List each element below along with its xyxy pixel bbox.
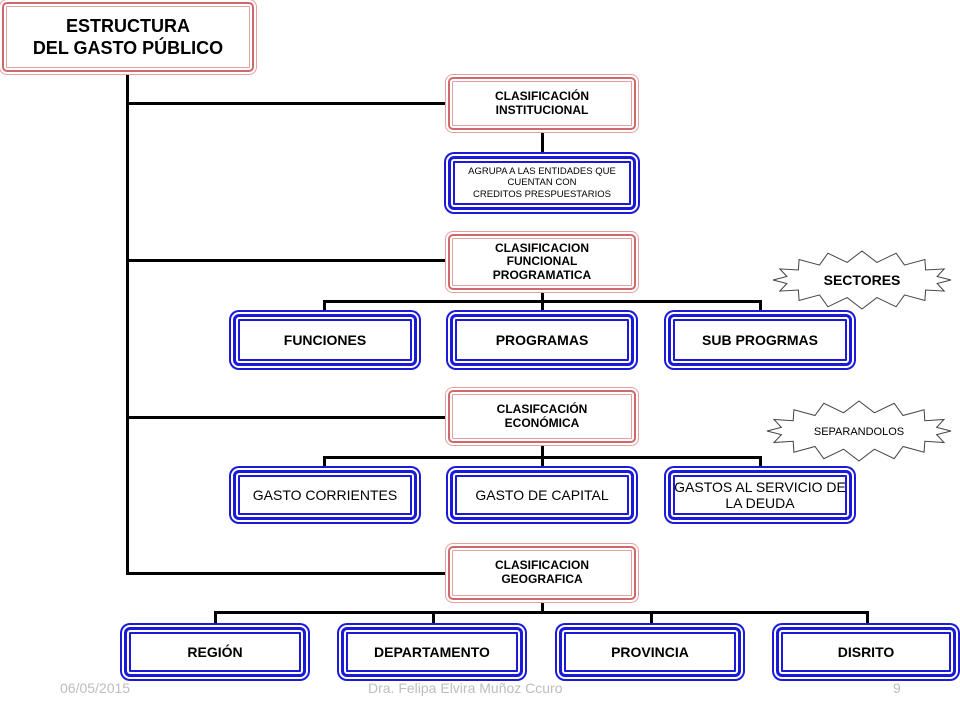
funcional-leg-3	[759, 300, 762, 314]
clasificacion-geografica-box: CLASIFICACION GEOGRAFICA	[448, 546, 636, 600]
footer-date: 06/05/2015	[60, 680, 131, 696]
clasificacion-economica-box: CLASIFCACIÓN ECONÓMICA	[448, 390, 636, 443]
funcional-drop-line	[541, 290, 544, 302]
separandolos-starburst: SEPARANDOLOS	[766, 400, 952, 462]
distrito-box: DISRITO	[776, 627, 956, 677]
geografica-drop-line	[541, 600, 544, 614]
institucional-note-box: AGRUPA A LAS ENTIDADES QUE CUENTAN CON C…	[448, 156, 636, 210]
geografica-leg-3	[650, 611, 653, 627]
title-line-1: ESTRUCTURA	[66, 15, 190, 36]
economica-drop-line	[541, 443, 544, 459]
sectores-starburst: SECTORES	[772, 250, 952, 310]
economica-leg-3	[759, 456, 762, 470]
geografica-bar-line	[214, 611, 868, 614]
sub-programas-box: SUB PROGRMAS	[668, 314, 852, 366]
programas-box: PROGRAMAS	[450, 314, 634, 366]
gasto-corrientes-box: GASTO CORRIENTES	[233, 470, 417, 520]
funciones-box: FUNCIONES	[233, 314, 417, 366]
gastos-servicio-deuda-box: GASTOS AL SERVICIO DE LA DEUDA	[668, 470, 852, 520]
funcional-leg-2	[541, 300, 544, 314]
region-box: REGIÓN	[124, 627, 306, 677]
branch-economica-line	[126, 416, 448, 419]
branch-funcional-line	[126, 259, 448, 262]
branch-institucional-line	[126, 102, 448, 105]
title-line-2: DEL GASTO PÚBLICO	[32, 38, 224, 58]
economica-leg-2	[541, 456, 544, 470]
economica-leg-1	[323, 456, 326, 470]
clasificacion-funcional-box: CLASIFICACION FUNCIONAL PROGRAMATICA	[448, 234, 636, 290]
separandolos-label: SEPARANDOLOS	[814, 426, 904, 438]
geografica-leg-1	[214, 611, 217, 627]
funcional-leg-1	[323, 300, 326, 314]
gasto-capital-box: GASTO DE CAPITAL	[450, 470, 634, 520]
sectores-label: SECTORES	[824, 272, 901, 288]
branch-geografica-line	[126, 572, 448, 575]
clasificacion-institucional-box: CLASIFICACIÓN INSTITUCIONAL	[448, 77, 636, 130]
footer-page: 9	[893, 680, 901, 696]
departamento-box: DEPARTAMENTO	[341, 627, 523, 677]
title-box: ESTRUCTURA DEL GASTO PÚBLICO	[2, 2, 254, 72]
footer-author: Dra. Felipa Elvira Muñoz Ccuro	[368, 680, 563, 696]
geografica-leg-2	[432, 611, 435, 627]
institucional-note-connector	[541, 130, 544, 156]
provincia-box: PROVINCIA	[559, 627, 741, 677]
geografica-leg-4	[866, 611, 869, 627]
main-trunk-line	[126, 72, 129, 575]
